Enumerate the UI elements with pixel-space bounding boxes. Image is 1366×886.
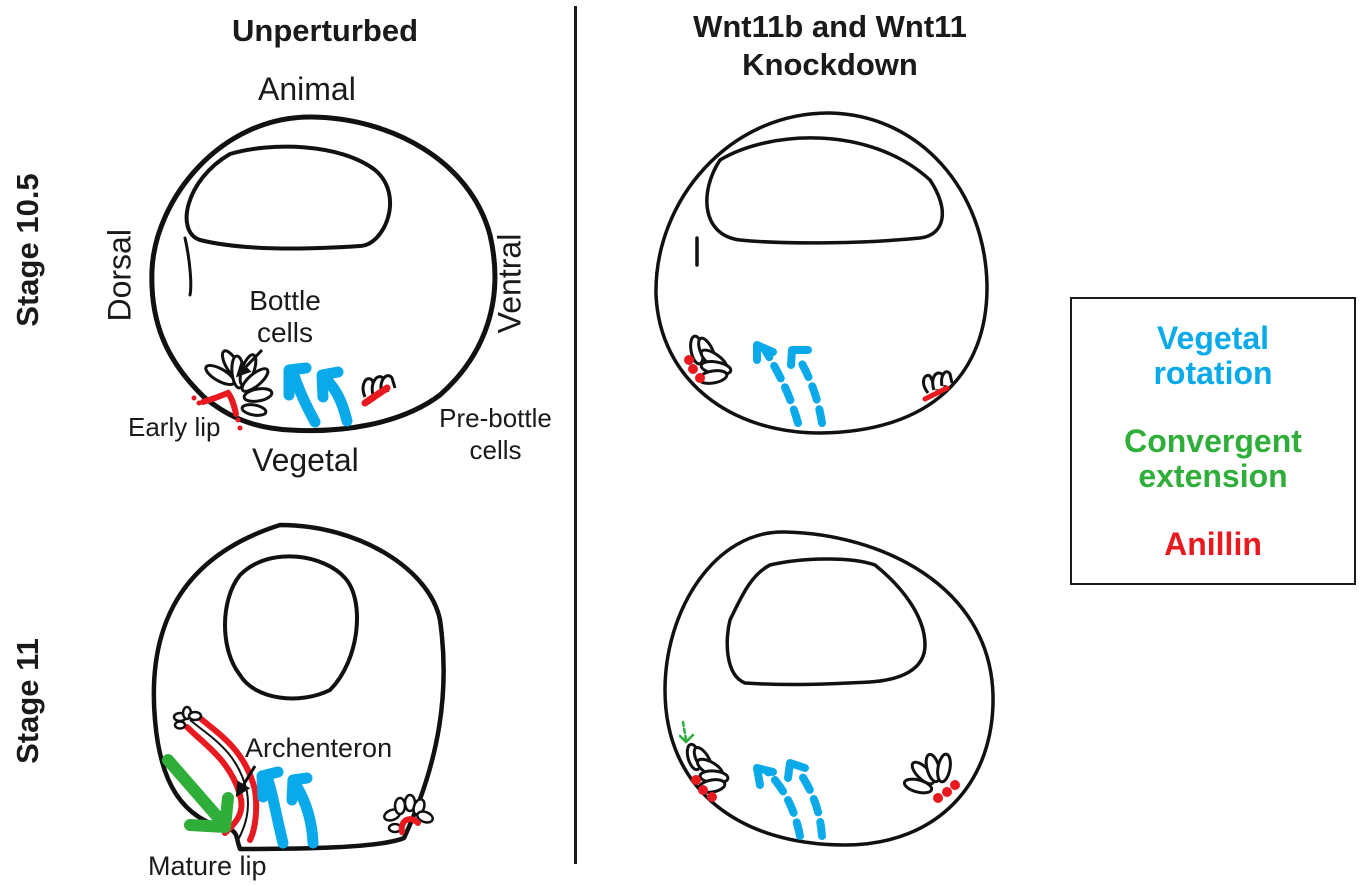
label-pre-bottle-line2: cells	[469, 435, 522, 465]
blastocoel-outline	[725, 557, 927, 687]
anillin-dot	[950, 780, 960, 790]
anillin-dot	[688, 364, 698, 374]
anillin-early-lip	[200, 389, 239, 417]
label-animal: Animal	[258, 71, 356, 107]
pre-bottle-cells	[361, 374, 397, 398]
legend-item-convergent-extension-line1: Convergent	[1124, 423, 1302, 459]
blastocoel-outline	[184, 144, 393, 251]
pre-bottle-cells	[922, 370, 954, 394]
embryo-outer-outline	[654, 111, 989, 435]
vegetal-rotation-arrows-dashed	[753, 759, 826, 840]
anillin-dot	[684, 355, 694, 365]
anillin-dot	[698, 785, 708, 795]
label-dorsal: Dorsal	[101, 229, 138, 322]
embryo-unperturbed-stage-10-5	[149, 114, 498, 434]
anillin-dot	[691, 775, 701, 785]
label-bottle-cells: Bottle cells	[240, 285, 330, 349]
label-mature-lip: Mature lip	[148, 851, 267, 881]
vegetal-rotation-arrows-solid	[283, 362, 353, 428]
anillin-dot	[933, 793, 943, 803]
legend-item-convergent-extension-line2: extension	[1138, 458, 1288, 494]
anillin-dot	[942, 787, 952, 797]
column-title-knockdown: Wnt11b and Wnt11 Knockdown	[640, 8, 1020, 84]
convergent-extension-arrow	[162, 754, 234, 833]
label-ventral: Ventral	[491, 233, 528, 334]
legend-item-vegetal-rotation-line1: Vegetal	[1156, 320, 1270, 356]
label-pre-bottle-line1: Pre-bottle	[439, 403, 552, 433]
embryo-unperturbed-stage-11	[151, 522, 446, 852]
anillin-archenteron-lining-inner	[197, 715, 260, 843]
blastocoel-outline	[705, 136, 945, 245]
column-title-unperturbed: Unperturbed	[232, 13, 418, 48]
vegetal-rotation-arrows-dashed	[753, 341, 826, 427]
label-bottle-cells-line2: cells	[256, 317, 313, 348]
column-title-knockdown-line1: Wnt11b and Wnt11	[693, 9, 967, 44]
anillin-dot	[191, 395, 197, 401]
legend-item-anillin-line1: Anillin	[1164, 526, 1262, 562]
legend-item-anillin: Anillin	[1072, 527, 1354, 562]
label-pre-bottle-cells: Pre-bottle cells	[423, 402, 568, 466]
archenteron-pointer-arrow	[235, 765, 257, 798]
anillin-dot	[237, 425, 243, 431]
anillin-dot	[196, 400, 202, 406]
embryo-outer-outline	[151, 522, 446, 852]
legend-item-vegetal-rotation-line2: rotation	[1153, 355, 1273, 391]
convergent-extension-arrow-small-dashed	[678, 720, 695, 744]
anillin-dot	[695, 373, 705, 383]
embryo-knockdown-stage-10-5	[654, 111, 989, 435]
anillin-ventral-bottle	[398, 816, 421, 835]
anillin-dot	[235, 417, 241, 423]
vegetal-rotation-arrows-solid	[256, 766, 319, 849]
label-vegetal: Vegetal	[252, 442, 359, 478]
bottle-cells-tip	[172, 705, 203, 730]
blastocoel-tail	[183, 236, 193, 297]
bottle-cells-pointer-arrow	[235, 348, 264, 378]
bottle-cells	[685, 742, 730, 794]
legend-box: Vegetal rotation Convergent extension An…	[1070, 297, 1356, 585]
embryo-knockdown-stage-11	[663, 530, 995, 847]
column-divider	[574, 6, 577, 864]
label-archenteron: Archenteron	[245, 733, 393, 763]
label-bottle-cells-line1: Bottle	[249, 285, 321, 316]
anillin-pre-bottle-band	[922, 385, 950, 402]
anillin-dot	[707, 792, 717, 802]
blastocoel-outline	[223, 554, 359, 701]
legend-item-convergent-extension: Convergent extension	[1072, 424, 1354, 494]
embryo-outer-outline	[663, 530, 995, 847]
label-early-lip: Early lip	[128, 412, 221, 442]
anillin-pre-bottle-band	[361, 384, 391, 407]
embryo-outer-outline	[149, 114, 498, 434]
column-title-knockdown-line2: Knockdown	[742, 47, 918, 82]
ventral-bottle-cells	[902, 752, 952, 795]
legend-item-vegetal-rotation: Vegetal rotation	[1072, 321, 1354, 391]
bottle-cells	[689, 334, 733, 385]
